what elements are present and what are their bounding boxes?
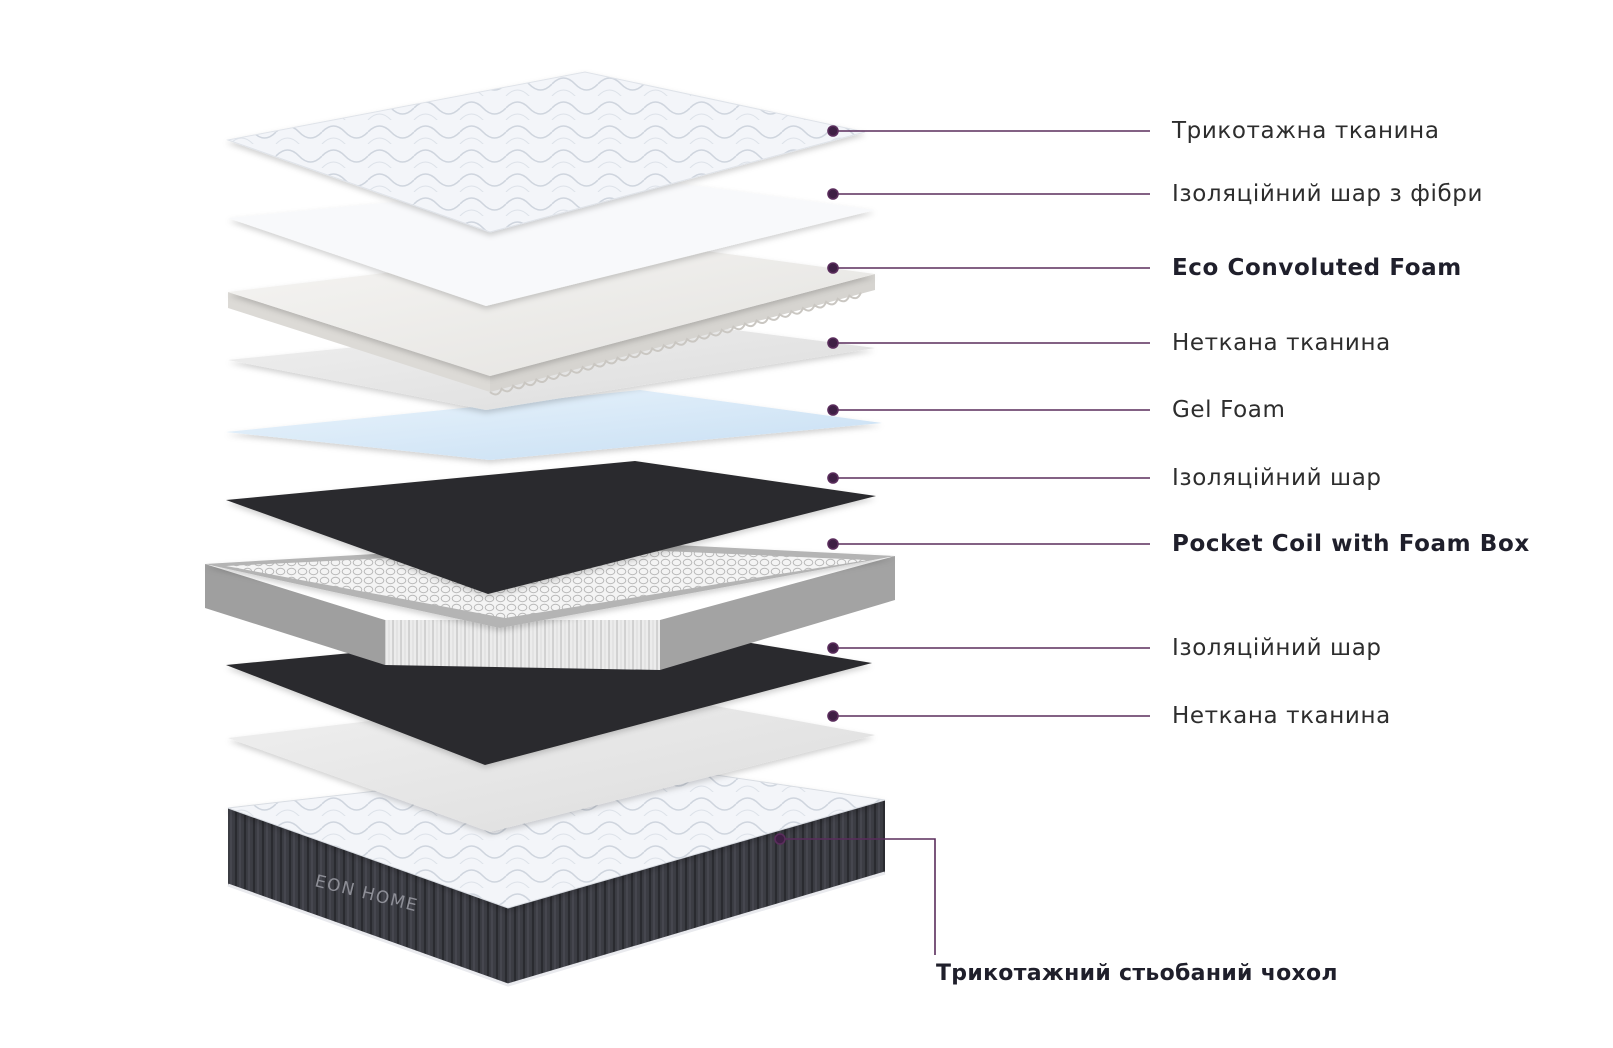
label-nonwoven-fabric-bottom: Неткана тканина	[1172, 703, 1391, 729]
dot-insulation-bottom	[827, 642, 839, 654]
foam-wave-edge	[489, 292, 862, 396]
foam-edge	[228, 292, 490, 392]
cover-side-front	[228, 808, 508, 985]
dot-insulation-top	[827, 472, 839, 484]
dot-eco-convoluted-foam	[827, 262, 839, 274]
cover-bottom-piping	[227, 871, 886, 987]
label-knit-fabric: Трикотажна тканина	[1172, 118, 1440, 144]
dot-nonwoven-top	[827, 337, 839, 349]
label-quilted-cover: Трикотажний стьобаний чохол	[936, 961, 1338, 986]
layer-gel-foam	[226, 390, 882, 460]
dot-knit-fabric	[827, 125, 839, 137]
layer-fiber-insulation	[228, 178, 875, 306]
dot-fiber-insulation	[827, 188, 839, 200]
layer-pocket-coil	[205, 541, 895, 670]
coil-cutaway-side	[385, 620, 660, 670]
dot-nonwoven-bottom	[827, 710, 839, 722]
foam-box-front-right	[660, 556, 895, 670]
leader-lines	[774, 125, 1150, 955]
dot-gel-foam	[827, 404, 839, 416]
foam-edge-right	[490, 274, 875, 392]
dot-cover	[774, 833, 786, 845]
label-insulation-top: Ізоляційний шар	[1172, 465, 1382, 491]
layer-insulation-top	[226, 461, 876, 594]
layer-eco-convoluted-foam	[228, 242, 875, 396]
leader-cover	[780, 838, 936, 955]
foam-top	[228, 242, 875, 376]
label-nonwoven-fabric-top: Неткана тканина	[1172, 330, 1391, 356]
cover-side-right	[508, 800, 885, 985]
label-insulation-bottom: Ізоляційний шар	[1172, 635, 1382, 661]
quilted-cover: EON HOME	[227, 761, 886, 987]
label-pocket-coil: Pocket Coil with Foam Box	[1172, 531, 1530, 557]
label-eco-convoluted-foam: Eco Convoluted Foam	[1172, 255, 1462, 281]
dot-pocket-coil	[827, 538, 839, 550]
label-gel-foam: Gel Foam	[1172, 397, 1286, 423]
label-fiber-insulation: Ізоляційний шар з фібри	[1172, 181, 1484, 207]
foam-box-front-left	[205, 564, 385, 665]
layer-knit-fabric	[226, 71, 866, 233]
coil-grid-top	[226, 548, 868, 618]
